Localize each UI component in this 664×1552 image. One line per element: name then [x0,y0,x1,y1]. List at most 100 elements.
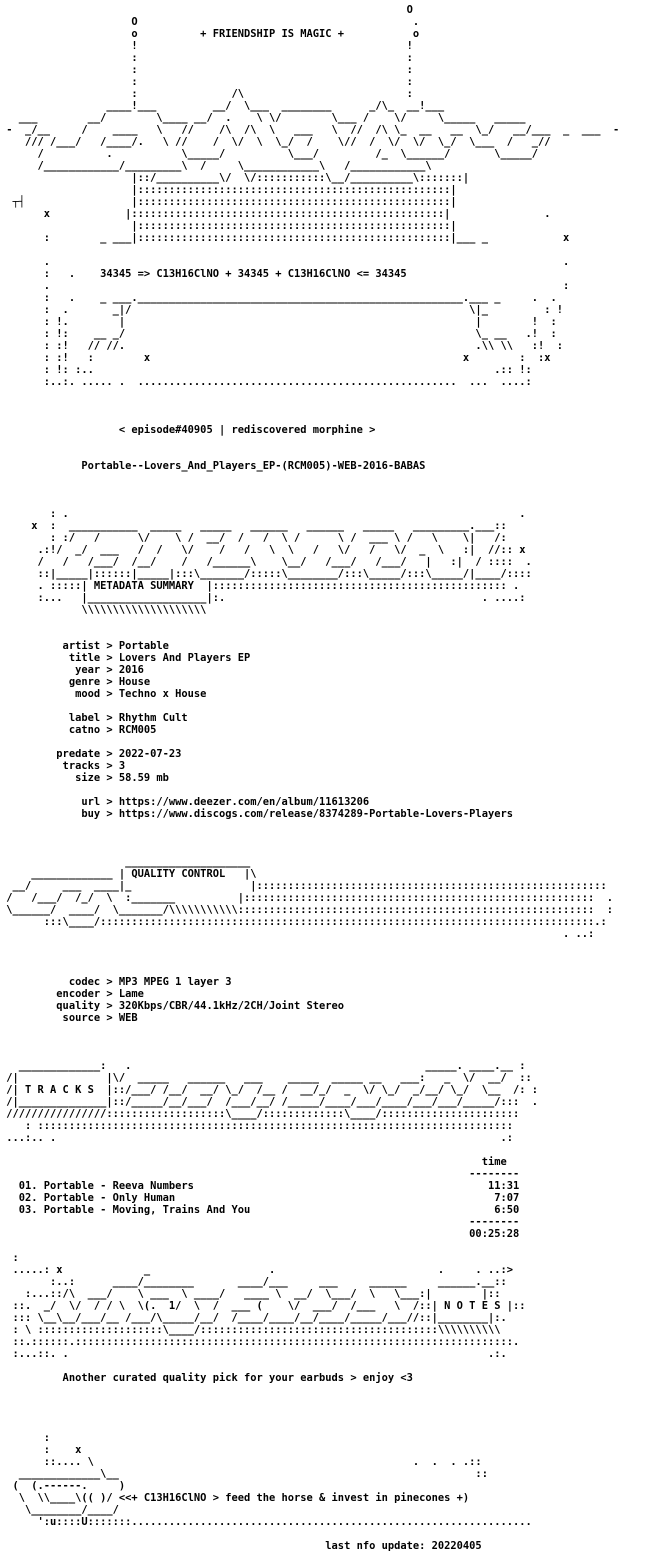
nfo-line: 02. Portable - Only Human 7:07 [0,1192,520,1204]
nfo-line: tracks > 3 [0,760,126,772]
nfo-line [0,1420,619,1432]
nfo-line: -------- [0,1168,520,1180]
nfo-line: : : [0,64,413,76]
nfo-line: O . [0,16,420,28]
nfo-line: \\\\\\\\\\\\\\\\\\\\ [0,604,207,616]
nfo-line: ::.::::::.::::::::::::::::::::::::::::::… [0,1336,520,1348]
nfo-line: last nfo update: 20220405 [0,1540,482,1552]
nfo-text-block: O O . o + FRIENDSHIP IS MAGIC + o ! [0,4,619,1552]
nfo-line: : :! : x x : :x [0,352,551,364]
nfo-line: O [0,4,413,16]
nfo-line: . : [0,280,570,292]
nfo-line: |:::::::::::::::::::::::::::::::::::::::… [0,220,457,232]
nfo-line: : [0,1252,19,1264]
nfo-line: : . 34345 => C13H16ClNO + 34345 + C13H16… [0,268,407,280]
nfo-line: 00:25:28 [0,1228,520,1240]
nfo-line: -------- [0,1216,520,1228]
nfo-line: /____________/_________\ / \____________… [0,160,432,172]
nfo-line [0,844,619,856]
nfo-line [0,496,619,508]
nfo-line [0,736,619,748]
nfo-line [0,1024,619,1036]
nfo-line [0,400,619,412]
nfo-line: ...:.. . .: [0,1132,513,1144]
nfo-line: : . _|/ \|_ : ! [0,304,564,316]
nfo-line: \ \\____\(( )/ <<+ C13H16ClNO > feed the… [0,1492,470,1504]
nfo-line: : !. | | ! : [0,316,557,328]
nfo-line: : [0,1432,51,1444]
nfo-line: ::. _/ \/ / / \ \(. 1/ \ / ___ ( \/ ___/… [0,1300,526,1312]
nfo-line: : ::::::::::::::::::::::::::::::::::::::… [0,1120,513,1132]
nfo-line: : . . [0,508,526,520]
nfo-line: o + FRIENDSHIP IS MAGIC + o [0,28,420,40]
nfo-line: :..: ____/________ ____/___ ___ ______ _… [0,1276,507,1288]
nfo-line [0,1036,619,1048]
nfo-line: /|______________|::/_____/__/___/ /___/_… [0,1096,538,1108]
nfo-line: : . _ ___.______________________________… [0,292,557,304]
nfo-line [0,616,619,628]
nfo-line: ////////////////:::::::::::::::::::\____… [0,1108,520,1120]
nfo-line: Portable--Lovers_And_Players_EP-(RCM005)… [0,460,426,472]
nfo-line: : /\ : [0,88,413,100]
nfo-line: artist > Portable [0,640,169,652]
nfo-line: . . [0,256,570,268]
nfo-line [0,412,619,424]
nfo-line: /| |\/ _____ ______ ___ _____ _____ __ _… [0,1072,532,1084]
nfo-line: ::.... \ . . . .:: [0,1456,482,1468]
nfo-line: :..:. ..... . ..........................… [0,376,532,388]
nfo-line: .....: x _ . . . ..:> [0,1264,513,1276]
nfo-line: : \ ::::::::::::::::::::\____/::::::::::… [0,1324,501,1336]
nfo-line [0,472,619,484]
nfo-line: : _ ___|::::::::::::::::::::::::::::::::… [0,232,570,244]
nfo-line: label > Rhythm Cult [0,712,188,724]
nfo-line [0,952,619,964]
nfo-line: : x [0,1444,82,1456]
nfo-line: \________/____/ [0,1504,119,1516]
nfo-line: Another curated quality pick for your ea… [0,1372,413,1384]
nfo-line: : !: :.. .:: !: [0,364,532,376]
nfo-line: ┬┤ |::::::::::::::::::::::::::::::::::::… [0,196,457,208]
nfo-line: ____!___ __/ \___ ________ _/\_ __!___ [0,100,445,112]
nfo-line: 03. Portable - Moving, Trains And You 6:… [0,1204,520,1216]
nfo-line: x |:::::::::::::::::::::::::::::::::::::… [0,208,551,220]
nfo-line: :...::. . .:. [0,1348,507,1360]
nfo-line [0,1528,619,1540]
nfo-line [0,1384,619,1396]
nfo-line: :::\____/:::::::::::::::::::::::::::::::… [0,916,607,928]
nfo-line: source > WEB [0,1012,138,1024]
nfo-line: |::/__________\/ \/:::::::::::\__/______… [0,172,470,184]
nfo-line: - _/__ / ____ \ // /\ /\ \ ___ \ // /\ \… [0,124,620,136]
nfo-line: catno > RCM005 [0,724,157,736]
nfo-line: url > https://www.deezer.com/en/album/11… [0,796,370,808]
nfo-line: . :::::| METADATA SUMMARY |:::::::::::::… [0,580,520,592]
nfo-line: ! ! [0,40,413,52]
nfo-line: ( (.------. ) [0,1480,126,1492]
nfo-line [0,1144,619,1156]
nfo-line: ___ __/ \____ __/ . \ \/ \___ / \/ \____… [0,112,526,124]
nfo-line [0,820,619,832]
nfo-line: codec > MP3 MPEG 1 layer 3 [0,976,232,988]
nfo-line [0,448,619,460]
nfo-line: _____________\__ :: [0,1468,488,1480]
nfo-line: x : ___________ _____ _____ ______ _____… [0,520,507,532]
nfo-line: : : [0,52,413,64]
nfo-line: \______/ ____/ \_______/\\\\\\\\\\\:::::… [0,904,614,916]
nfo-line: encoder > Lame [0,988,144,1000]
nfo-line: ::: \__\__/___/__ /___/\_____/__/ /____/… [0,1312,507,1324]
nfo-line [0,940,619,952]
nfo-line [0,964,619,976]
nfo-line: predate > 2022-07-23 [0,748,182,760]
nfo-line [0,628,619,640]
nfo-line [0,832,619,844]
nfo-line: _____________ | QUALITY CONTROL |\ [0,868,257,880]
nfo-line: /// /___/ /____/. \ // / \/ \ \_/ / \// … [0,136,551,148]
nfo-line: year > 2016 [0,664,144,676]
nfo-line [0,784,619,796]
nfo-line [0,1240,619,1252]
nfo-line [0,1396,619,1408]
nfo-line: / . \_____/ \___/ /_ \______/ \_____/ [0,148,538,160]
nfo-line: genre > House [0,676,151,688]
nfo-line [0,436,619,448]
nfo-line: buy > https://www.discogs.com/release/83… [0,808,513,820]
nfo-line: _____________: . _____. ____.__ : [0,1060,526,1072]
